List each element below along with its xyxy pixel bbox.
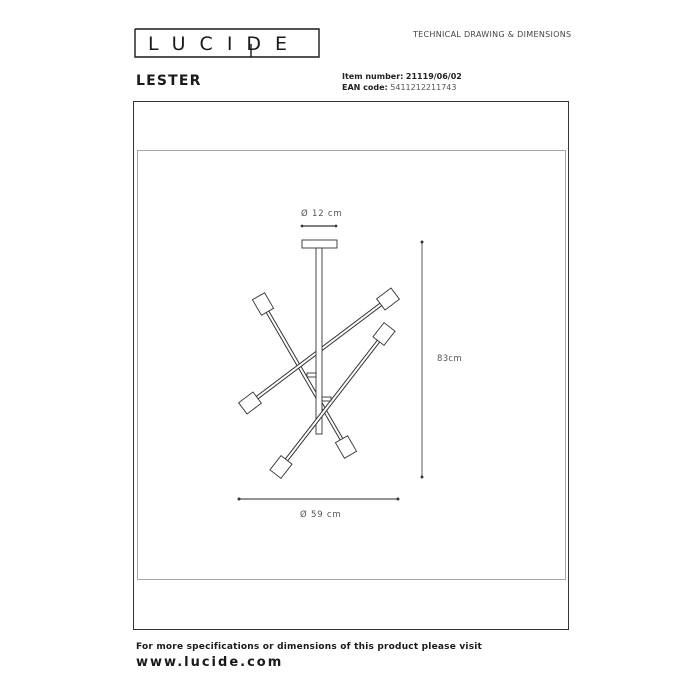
product-name: LESTER [136,73,202,89]
ean-value: 5411212211743 [390,83,457,92]
item-number-value: 21119/06/02 [405,72,462,81]
drawing-outer-frame [133,101,569,630]
ean-row: EAN code: 5411212211743 [342,82,462,93]
document-type-label: TECHNICAL DRAWING & DIMENSIONS [413,30,572,39]
lucide-logo-icon: LUCIDE [134,28,320,58]
overall-diameter-label: Ø 59 cm [300,510,342,520]
drawing-inner-frame [137,150,566,580]
item-number-label: Item number: [342,72,404,81]
canopy-diameter-label: Ø 12 cm [301,209,343,219]
item-number-row: Item number: 21119/06/02 [342,71,462,82]
footer-note: For more specifications or dimensions of… [136,642,483,652]
product-meta: Item number: 21119/06/02 EAN code: 54112… [342,71,462,93]
ean-label: EAN code: [342,83,388,92]
website-link[interactable]: www.lucide.com [136,655,284,670]
brand-logo: LUCIDE [134,28,320,58]
svg-text:LUCIDE: LUCIDE [148,33,301,55]
height-label: 83cm [437,354,462,364]
